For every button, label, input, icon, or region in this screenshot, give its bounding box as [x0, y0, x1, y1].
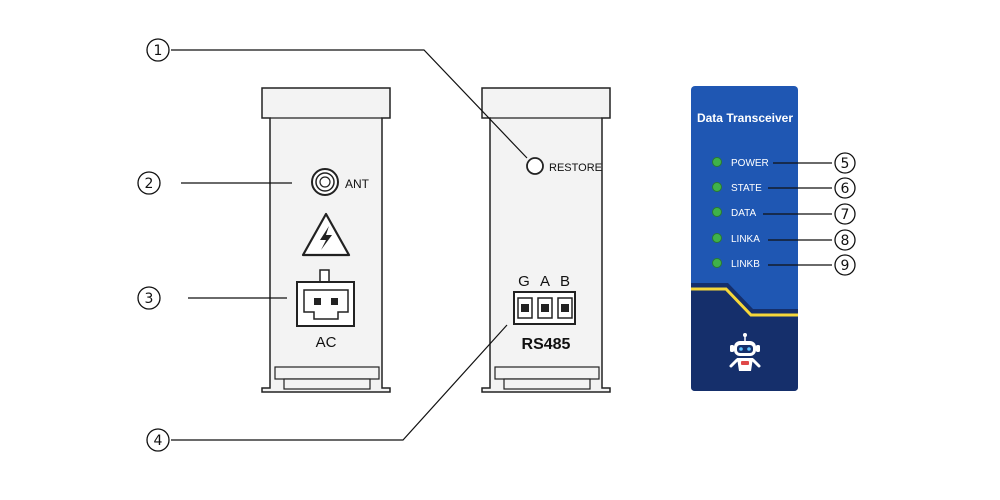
callout-1-number: 1 [154, 43, 163, 59]
callout-5: 5 [834, 152, 856, 174]
led-power-icon [712, 157, 722, 167]
restore-button-icon [526, 157, 544, 175]
terminal-a-label: A [540, 273, 550, 290]
led-state-icon [712, 182, 722, 192]
callout-2-number: 2 [145, 176, 154, 192]
middle-bottom-slot [494, 366, 600, 380]
front-panel-accent-line [691, 287, 798, 317]
led-power: POWER [712, 157, 769, 169]
led-state: STATE [712, 182, 762, 194]
callout-4: 4 [146, 428, 170, 452]
left-bottom-rail [283, 378, 371, 390]
leader-line-4 [171, 324, 508, 441]
leader-line-1 [171, 49, 528, 159]
led-state-label: STATE [731, 183, 762, 194]
callout-4-number: 4 [154, 433, 163, 449]
middle-bottom-rail [503, 378, 591, 390]
callout-9-number: 9 [841, 258, 850, 274]
callout-2: 2 [137, 171, 161, 195]
led-data: DATA [712, 207, 757, 219]
callout-7-number: 7 [841, 207, 850, 223]
left-bottom-slot [274, 366, 380, 380]
led-linka-label: LINKA [731, 234, 760, 245]
led-linkb: LINKB [712, 258, 760, 270]
panel-title: Data Transceiver [697, 111, 793, 125]
led-linka: LINKA [712, 233, 760, 245]
front-panel: Data Transceiver POWER STATE DATA LINKA … [691, 86, 798, 391]
terminal-b-label: B [560, 273, 570, 290]
callout-9: 9 [834, 254, 856, 276]
middle-module: RESTORE G A B RS485 [481, 87, 611, 393]
callout-lines [171, 49, 832, 441]
led-power-label: POWER [731, 158, 769, 169]
led-linkb-icon [712, 258, 722, 268]
terminal-g-label: G [518, 273, 530, 290]
callout-6-number: 6 [841, 181, 850, 197]
led-data-label: DATA [731, 208, 757, 219]
ac-power-connector-icon [296, 269, 355, 327]
antenna-connector-icon [311, 168, 339, 196]
callout-3-number: 3 [145, 291, 154, 307]
callout-7: 7 [834, 203, 856, 225]
callout-1: 1 [146, 38, 170, 62]
led-linkb-label: LINKB [731, 259, 760, 270]
callout-6: 6 [834, 177, 856, 199]
callout-5-number: 5 [841, 156, 850, 172]
rs485-terminal-block-icon [513, 291, 576, 325]
ant-label: ANT [345, 177, 370, 191]
left-module: ANT AC [261, 87, 391, 393]
led-linka-icon [712, 233, 722, 243]
robot-mascot-icon [729, 333, 761, 371]
callout-8-number: 8 [841, 233, 850, 249]
restore-label: RESTORE [549, 162, 602, 174]
high-voltage-warning-icon [301, 212, 351, 257]
rs485-label: RS485 [522, 336, 571, 353]
led-data-icon [712, 207, 722, 217]
callout-8: 8 [834, 229, 856, 251]
callout-3: 3 [137, 286, 161, 310]
ac-label: AC [316, 334, 337, 351]
